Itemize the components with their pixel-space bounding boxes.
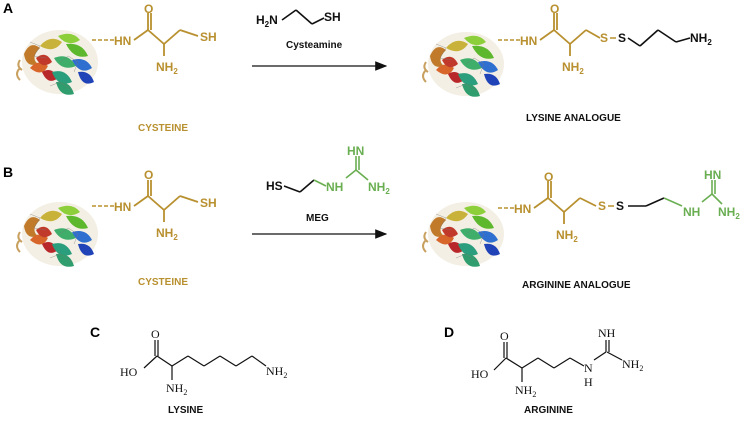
atom-o: O	[144, 168, 153, 182]
meg-skeleton	[283, 156, 369, 193]
atom-o: O	[144, 2, 153, 16]
lysine-caption: LYSINE	[168, 405, 204, 416]
arginine-h: H	[584, 375, 593, 389]
arginine-n: N	[584, 361, 593, 375]
reagent-nh2-green: NH2	[368, 180, 390, 196]
panel-label-d: D	[444, 324, 454, 340]
atom-o: O	[550, 2, 559, 16]
reagent-sh: SH	[324, 10, 341, 24]
arginine-ho: HO	[471, 367, 489, 381]
protein-ribbon-icon	[422, 201, 505, 268]
reagent-structure-cysteamine: H2N	[256, 13, 278, 29]
protein-ribbon-icon	[422, 31, 505, 98]
arginine-analogue-skeleton	[533, 181, 597, 224]
atom-s-gold: S	[598, 199, 606, 213]
lysine-analogue-skeleton	[539, 13, 601, 56]
cysteine-skeleton	[133, 180, 199, 222]
atom-nh-green: NH	[683, 205, 700, 219]
start-caption-b: CYSTEINE	[138, 277, 188, 288]
atom-hn: HN	[114, 34, 131, 48]
atom-hn: HN	[520, 34, 537, 48]
protein-ribbon-icon	[16, 201, 99, 268]
arginine-skeleton	[493, 340, 623, 382]
arginine-nh-imine: NH	[598, 326, 616, 340]
product-caption-b: ARGININE ANALOGUE	[522, 280, 631, 291]
lysine-nh2-epsilon: NH2	[266, 364, 287, 380]
reagent-hn-green: HN	[347, 144, 364, 158]
lysine-skeleton	[143, 340, 267, 380]
atom-hn: HN	[114, 200, 131, 214]
lysine-o: O	[151, 327, 160, 341]
start-caption-a: CYSTEINE	[138, 123, 188, 134]
atom-s-black: S	[618, 31, 626, 45]
panel-label-c: C	[90, 324, 100, 340]
lysine-ho: HO	[120, 365, 138, 379]
product-caption-a: LYSINE ANALOGUE	[526, 113, 621, 124]
atom-hn: HN	[514, 202, 531, 216]
atom-nh2: NH2	[156, 60, 178, 76]
reagent-hs: HS	[266, 179, 283, 193]
reagent-name-meg: MEG	[306, 213, 329, 224]
atom-sh: SH	[200, 196, 217, 210]
cysteine-skeleton	[133, 13, 199, 56]
atom-hn-green: HN	[704, 168, 721, 182]
arginine-o: O	[500, 329, 509, 343]
panel-label-b: B	[3, 164, 13, 180]
arginine-nh2-guanidine: NH2	[622, 357, 643, 373]
cysteamine-skeleton	[281, 9, 325, 25]
atom-nh2: NH2	[156, 226, 178, 242]
atom-nh2: NH2	[556, 228, 578, 244]
arginine-caption: ARGININE	[524, 405, 573, 416]
atom-nh2-product: NH2	[690, 31, 712, 47]
ethylamine-skeleton	[627, 29, 691, 47]
atom-o: O	[544, 170, 553, 184]
atom-nh2-green: NH2	[718, 205, 740, 221]
atom-s-gold: S	[600, 31, 608, 45]
atom-s-black: S	[616, 199, 624, 213]
atom-nh2: NH2	[562, 60, 584, 76]
reagent-name-cysteamine: Cysteamine	[286, 40, 343, 51]
arginine-nh2-alpha: NH2	[515, 383, 536, 399]
panel-label-a: A	[3, 0, 13, 16]
protein-ribbon-icon	[16, 29, 99, 96]
atom-sh: SH	[200, 30, 217, 44]
guanidinoethyl-skeleton	[628, 180, 723, 207]
lysine-nh2-alpha: NH2	[166, 381, 187, 397]
reagent-nh-green: NH	[326, 180, 343, 194]
